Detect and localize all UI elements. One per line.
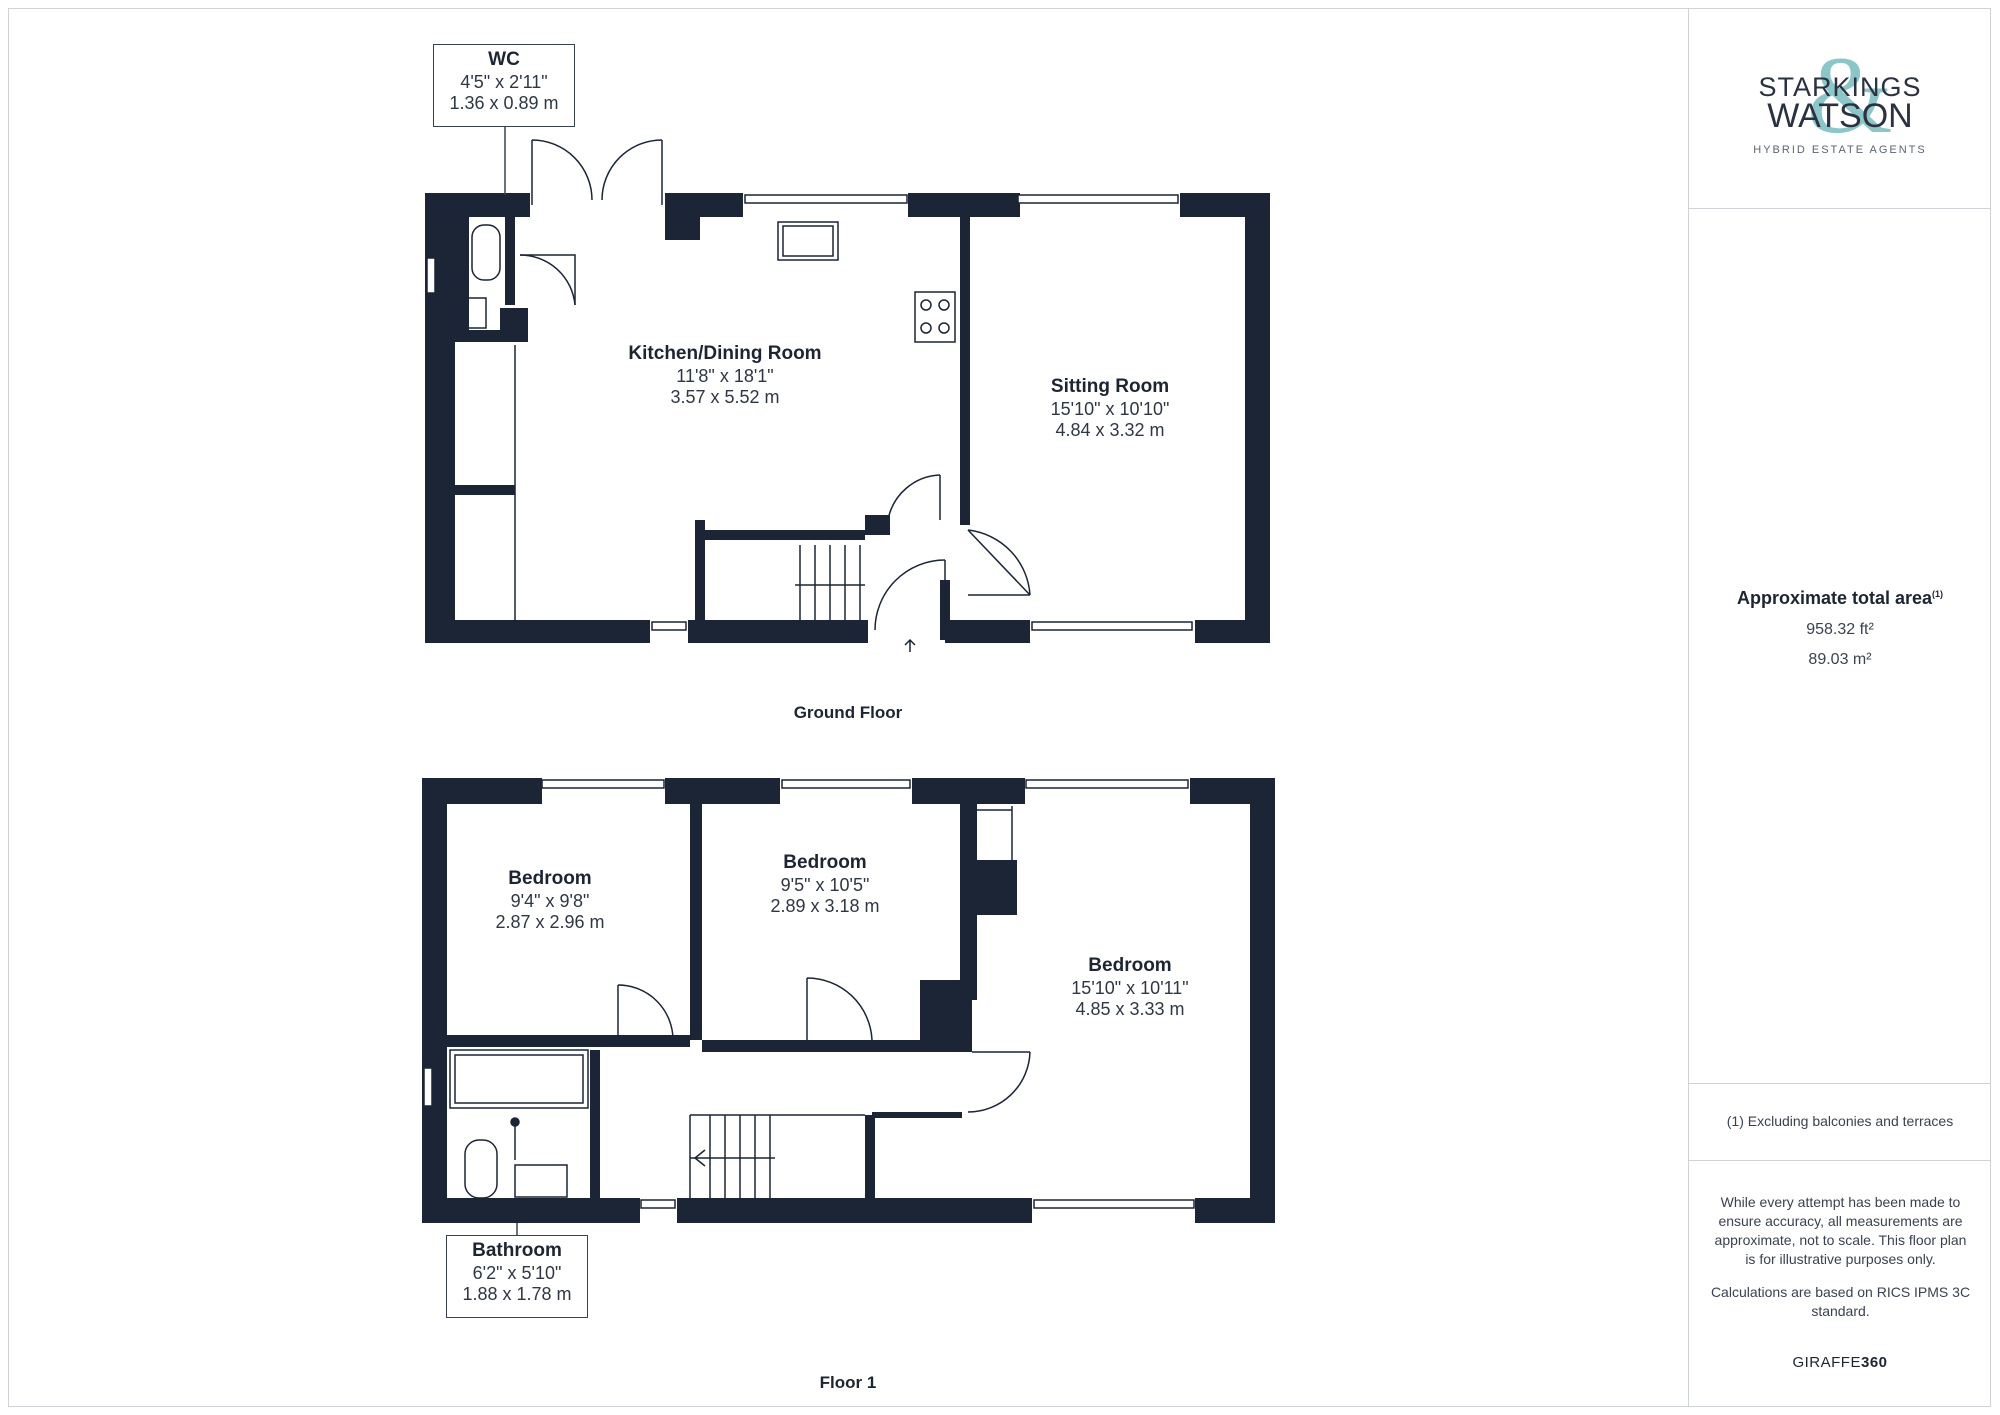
wc-label: WC 4'5" x 2'11" 1.36 x 0.89 m: [433, 44, 575, 127]
divider: [1689, 208, 1991, 209]
bedroom-3-label: Bedroom 15'10" x 10'11" 4.85 x 3.33 m: [1030, 955, 1230, 1021]
ground-doors: [519, 139, 1031, 631]
first-floor-fixtures: [449, 806, 1013, 1199]
software-prefix: GIRAFFE: [1792, 1354, 1861, 1371]
kitchen-name: Kitchen/Dining Room: [628, 343, 822, 364]
first-floor-plan: [422, 127, 1275, 1235]
wc-metric: 1.36 x 0.89 m: [449, 93, 559, 114]
calculation-text: Calculations are based on RICS IPMS 3C s…: [1710, 1284, 1971, 1319]
bedroom-2-label: Bedroom 9'5" x 10'5" 2.89 x 3.18 m: [725, 852, 925, 918]
area-footnote-mark: (1): [1932, 589, 1944, 599]
ground-fixtures: [461, 221, 956, 652]
bedroom-3-imperial: 15'10" x 10'11": [1071, 977, 1189, 998]
bedroom-3-name: Bedroom: [1088, 955, 1172, 976]
disclaimer-text: While every attempt has been made to ens…: [1714, 1194, 1967, 1267]
software-brand: GIRAFFE360: [1689, 1354, 1991, 1371]
sitting-room-metric: 4.84 x 3.32 m: [1055, 420, 1165, 441]
ground-walls: [425, 193, 1270, 643]
bedroom-1-name: Bedroom: [508, 868, 592, 889]
first-floor-windows: [423, 779, 1195, 1209]
ground-floor-title: Ground Floor: [793, 703, 903, 722]
exclusion-note: (1) Excluding balconies and terraces: [1726, 1113, 1954, 1129]
tag-leaders: [504, 127, 518, 1235]
bathroom-imperial: 6'2" x 5'10": [472, 1262, 562, 1283]
area-title: Approximate total area(1): [1689, 588, 1991, 609]
bedroom-1-label: Bedroom 9'4" x 9'8" 2.87 x 2.96 m: [450, 868, 650, 934]
bathroom-metric: 1.88 x 1.78 m: [462, 1284, 572, 1305]
bedroom-1-imperial: 9'4" x 9'8": [510, 890, 590, 911]
disclaimer: While every attempt has been made to ens…: [1709, 1193, 1972, 1335]
info-sidebar: & STARKINGS WATSON HYBRID ESTATE AGENTS …: [1688, 8, 1991, 1407]
kitchen-label: Kitchen/Dining Room 11'8" x 18'1" 3.57 x…: [595, 343, 855, 409]
bathroom-name: Bathroom: [472, 1240, 562, 1261]
ampersand-logo-icon: &: [1807, 34, 1893, 156]
ground-windows: [426, 194, 1193, 631]
sitting-room-name: Sitting Room: [1050, 376, 1170, 397]
area-summary: Approximate total area(1) 958.32 ft² 89.…: [1689, 588, 1991, 669]
software-suffix: 360: [1860, 1354, 1888, 1371]
floor-plan-drawing: [422, 127, 1275, 1235]
sitting-room-label: Sitting Room 15'10" x 10'10" 4.84 x 3.32…: [1000, 376, 1220, 442]
first-floor-title: Floor 1: [819, 1373, 877, 1392]
brand-name-line2: WATSON: [1767, 97, 1913, 135]
ground-floor-plan: [425, 139, 1270, 652]
sitting-room-imperial: 15'10" x 10'10": [1050, 398, 1170, 419]
bedroom-2-metric: 2.89 x 3.18 m: [770, 896, 880, 917]
wc-name: WC: [488, 49, 520, 70]
kitchen-imperial: 11'8" x 18'1": [676, 365, 774, 386]
bedroom-2-imperial: 9'5" x 10'5": [780, 874, 870, 895]
divider: [1689, 1083, 1991, 1084]
kitchen-metric: 3.57 x 5.52 m: [670, 387, 780, 408]
divider: [1689, 1160, 1991, 1161]
bedroom-1-metric: 2.87 x 2.96 m: [495, 912, 605, 933]
first-floor-doors: [617, 977, 1031, 1113]
wc-imperial: 4'5" x 2'11": [460, 71, 548, 92]
brand-name-line1: STARKINGS: [1758, 72, 1922, 102]
area-title-text: Approximate total area: [1736, 588, 1933, 608]
bedroom-3-metric: 4.85 x 3.33 m: [1075, 999, 1185, 1020]
page-frame: [8, 8, 1991, 1407]
first-floor-walls: [422, 778, 1275, 1223]
brand-tagline: HYBRID ESTATE AGENTS: [1753, 144, 1927, 156]
agent-logo: & STARKINGS WATSON HYBRID ESTATE AGENTS: [1689, 40, 1991, 156]
bedroom-2-name: Bedroom: [783, 852, 867, 873]
area-sqm: 89.03 m²: [1808, 651, 1872, 668]
area-sqft: 958.32 ft²: [1806, 621, 1874, 638]
bathroom-label: Bathroom 6'2" x 5'10" 1.88 x 1.78 m: [446, 1235, 588, 1318]
